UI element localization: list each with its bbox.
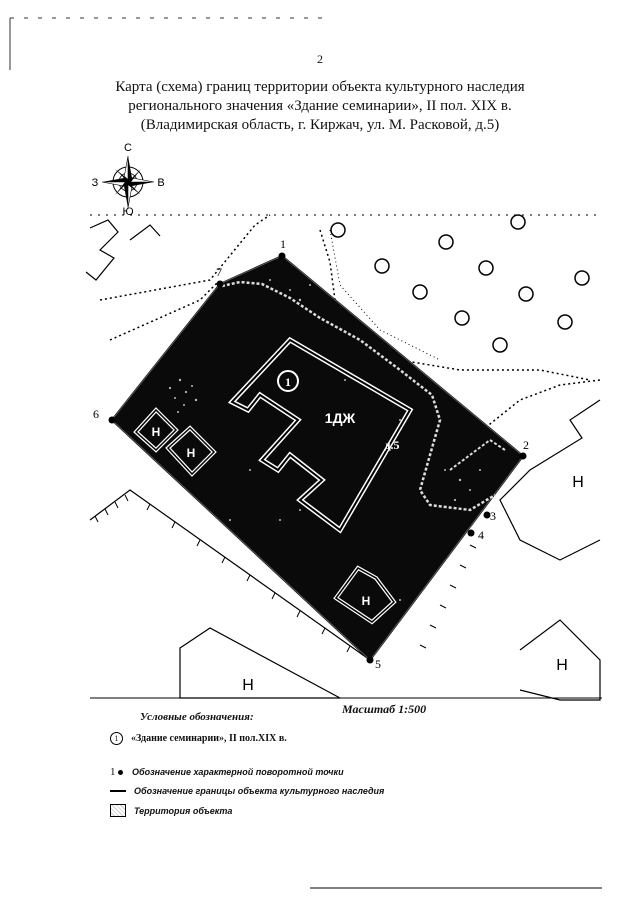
boundary-line-icon [110, 790, 126, 792]
legend-area-text: Территория объекта [134, 805, 233, 816]
map-scale: Масштаб 1:500 [342, 702, 427, 716]
point-label: 2 [523, 438, 529, 452]
legend-boundary-text: Обозначение границы объекта культурного … [134, 786, 385, 796]
point-label: 4 [478, 528, 484, 542]
object-marker-label: 1 [285, 375, 291, 389]
legend-point-text: Обозначение характерной поворотной точки [132, 767, 344, 777]
point-label: 6 [93, 407, 99, 421]
terrain-speckle [168, 279, 481, 601]
footpath [449, 438, 506, 471]
road-edge [89, 489, 371, 661]
compass-south-label: Ю [122, 206, 133, 218]
legend-object: 1 «Здание семинарии», II пол.XIX в. [110, 732, 287, 745]
point-label: 5 [375, 657, 381, 671]
legend-point: 1 Обозначение характерной поворотной точ… [110, 766, 344, 778]
object-marker-icon [277, 370, 299, 392]
map-title: Карта (схема) границ территории объекта … [60, 78, 580, 135]
title-line-3: (Владимирская область, г. Киржач, ул. М.… [140, 117, 500, 133]
point-marker-number: 1 [110, 766, 116, 778]
neighbor-label: Н [556, 657, 568, 674]
neighbor-building-outline [129, 224, 161, 241]
neighbor-label: Н [572, 474, 584, 491]
neighbor-building-outline [85, 219, 119, 281]
page-number: 2 [317, 52, 323, 66]
outbuilding-label: Н [187, 446, 196, 460]
building-label: 1ДЖ [325, 410, 356, 426]
territory-boundary [111, 255, 524, 661]
compass-west-label: З [92, 177, 99, 189]
object-marker-icon: 1 [110, 732, 123, 745]
outbuilding-label: Н [362, 594, 371, 608]
road-hatch [94, 494, 351, 653]
point-marker-icon: 1 [110, 766, 124, 778]
legend-area: Территория объекта [110, 804, 232, 817]
outbuilding-label: Н [152, 425, 161, 439]
outbuilding: Н [133, 407, 179, 453]
compass-north-label: С [124, 142, 132, 154]
main-building-inner-line [230, 338, 412, 532]
compass-rose-icon [101, 155, 155, 209]
outbuilding: Н [333, 565, 397, 625]
neighbor-label: Н [242, 677, 254, 694]
title-line-2: регионального значения «Здание семинарии… [128, 98, 512, 114]
territory-area [110, 254, 525, 662]
point-label: 1 [280, 237, 286, 251]
road-hatch [419, 544, 477, 649]
neighbor-building-outline [499, 399, 601, 561]
boundary-points [108, 252, 527, 664]
contour-line [469, 379, 601, 441]
footpath [221, 280, 496, 512]
contour-line [99, 214, 271, 301]
point-label: 3 [490, 509, 496, 523]
point-label: 7 [216, 265, 222, 279]
title-line-1: Карта (схема) границ территории объекта … [115, 79, 525, 95]
house-number-label: д.5 [384, 438, 399, 452]
legend-boundary: Обозначение границы объекта культурного … [110, 786, 384, 796]
compass-east-label: В [157, 177, 164, 189]
legend-object-text: «Здание семинарии», II пол.XIX в. [131, 733, 287, 744]
tree-symbols [330, 214, 590, 353]
territory-swatch-icon [110, 804, 126, 817]
neighbor-building-outline [179, 627, 341, 699]
outbuilding: Н [165, 425, 217, 477]
legend-title: Условные обозначения: [140, 711, 254, 723]
